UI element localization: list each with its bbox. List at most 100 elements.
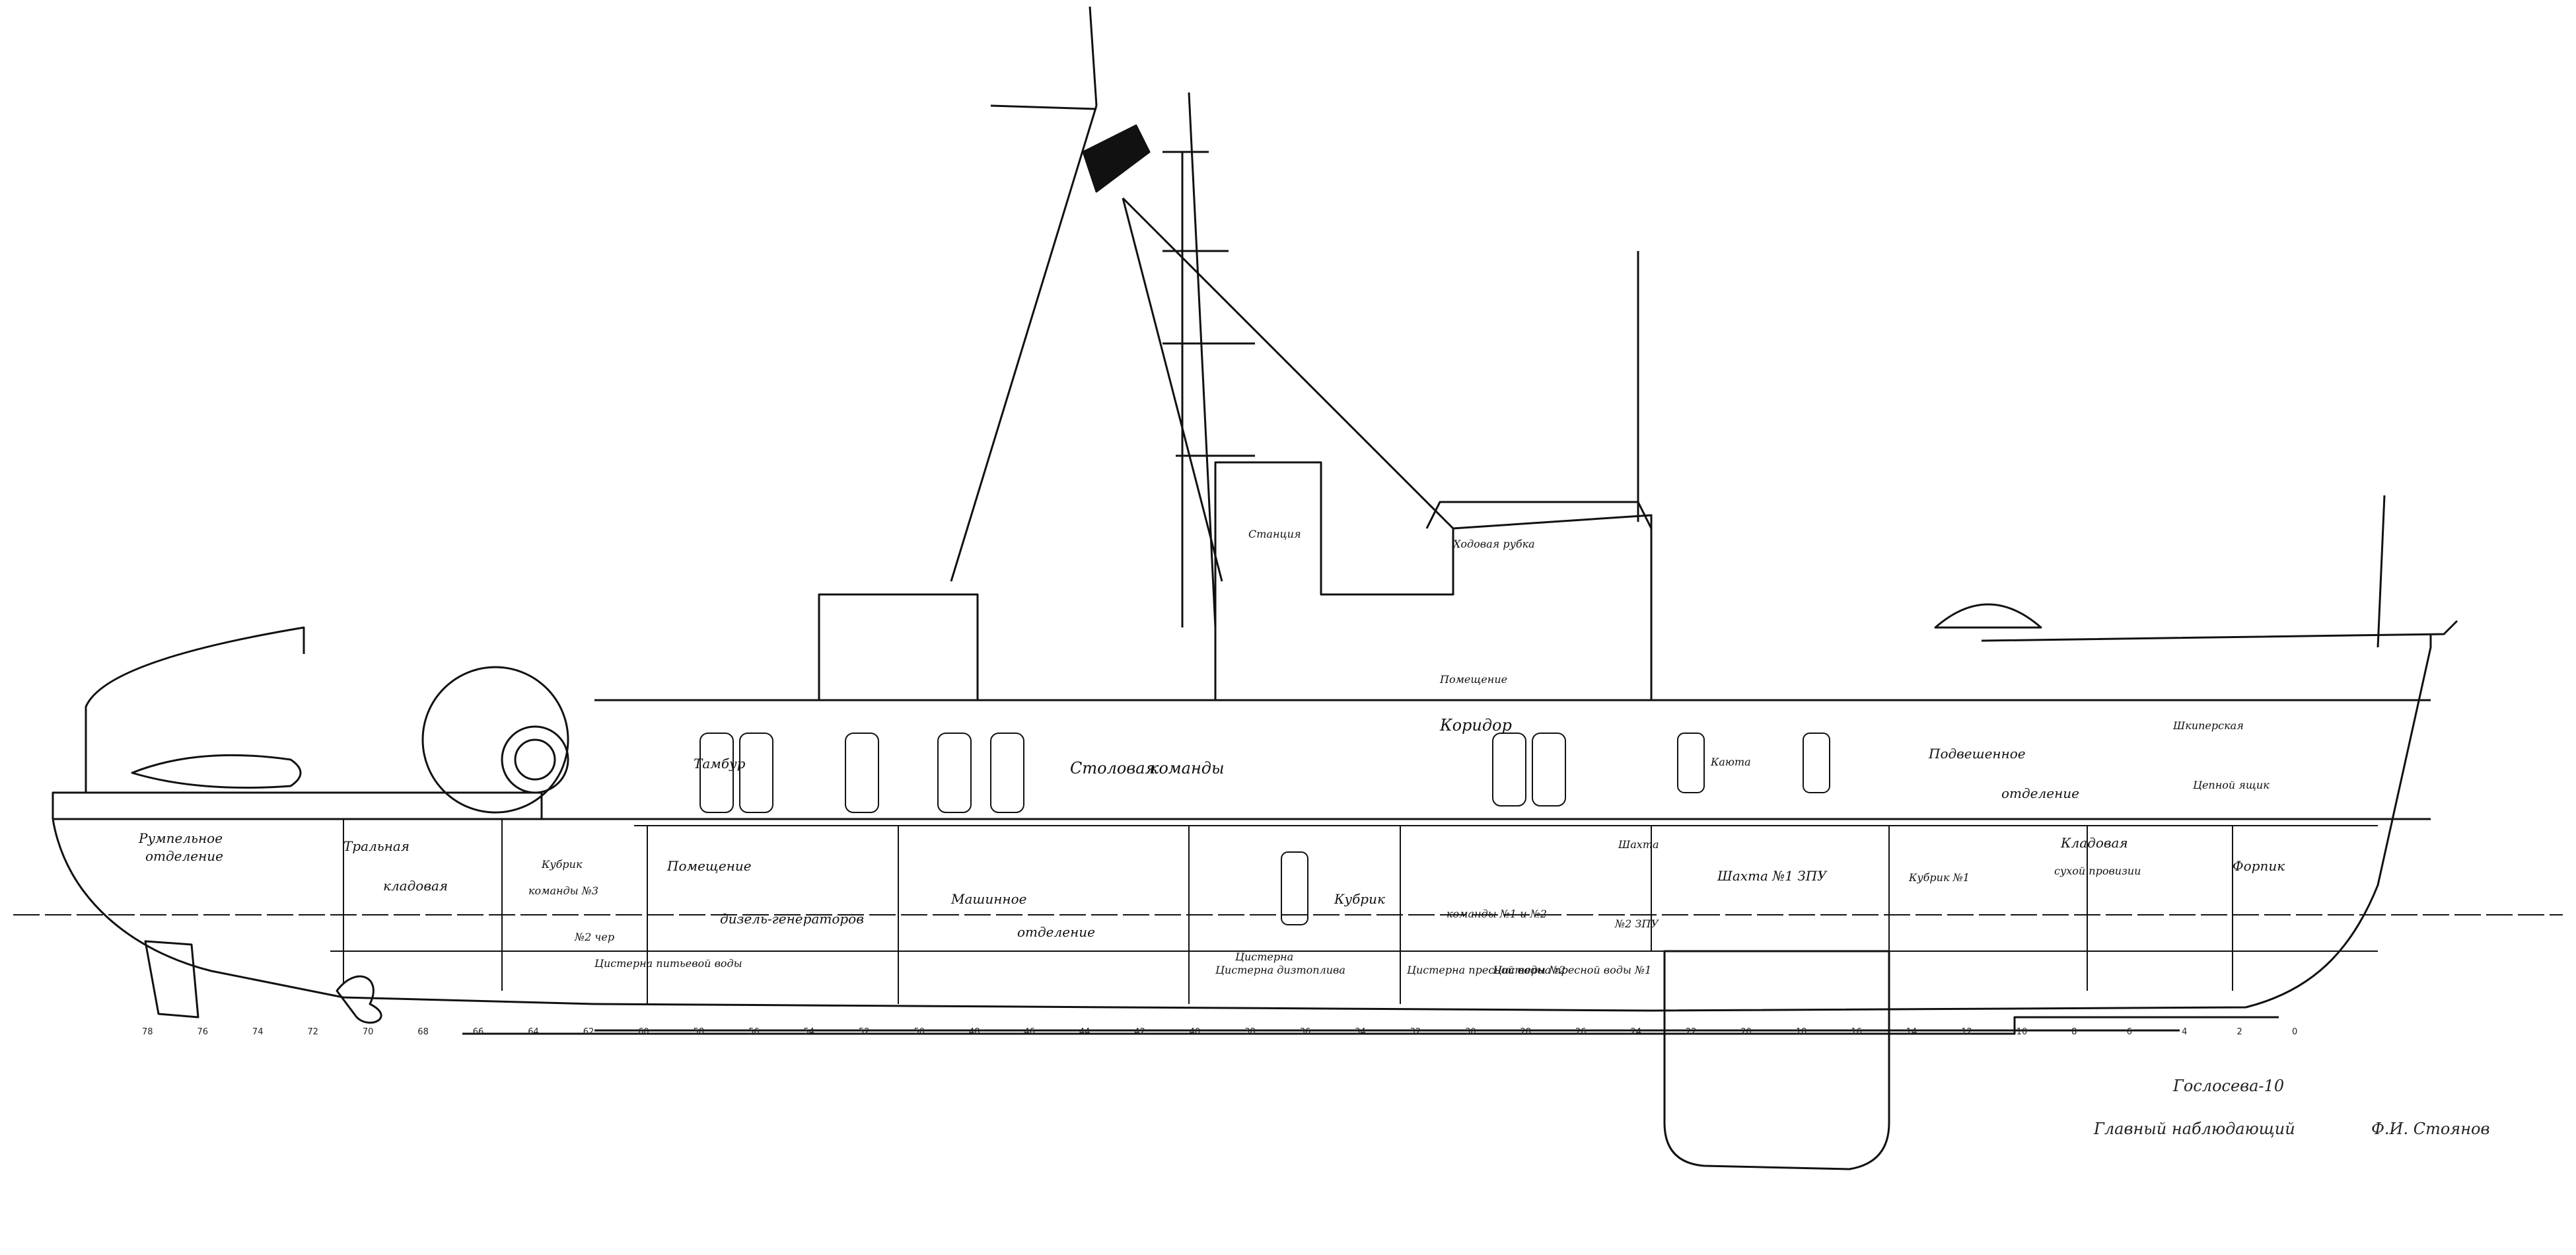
label-kubrik-n1: Кубрик №1 <box>1909 871 1970 884</box>
label-kayuta: Каюта <box>1711 756 1751 768</box>
frame-number: 66 <box>472 1027 484 1037</box>
radome <box>1934 603 2042 629</box>
trawl-winch-drum <box>421 666 569 814</box>
frame-number: 42 <box>1134 1027 1145 1037</box>
label-tambur: Тамбур <box>694 756 746 771</box>
label-cisterna-vody: Цистерна питьевой воды <box>594 957 742 970</box>
propeller <box>336 975 382 1024</box>
label-kubrik-aft: Кубрик <box>542 858 583 871</box>
frame-number: 52 <box>859 1027 870 1037</box>
frame-number: 2 <box>2236 1027 2242 1037</box>
label-cepnoy-yashchik: Цепной ящик <box>2193 779 2270 791</box>
label-hodovaya-rubka: Ходовая рубка <box>1453 538 1535 550</box>
label-koridor: Коридор <box>1440 716 1512 735</box>
label-cisterna-topliva: Цистерна дизтоплива <box>1215 964 1345 976</box>
stay-1 <box>950 105 1098 582</box>
keel-line <box>462 1016 2279 1035</box>
yard-arm <box>990 104 1097 110</box>
frame-number: 32 <box>1410 1027 1421 1037</box>
label-otdelenie-aft: отделение <box>145 848 223 864</box>
label-komandy-3: команды №3 <box>528 884 599 897</box>
label-cisterna-presnoy-1: Цистерна пресной воды №1 <box>1493 964 1652 976</box>
label-shahta-n1: Шахта №1 ЗПУ <box>1717 868 1827 884</box>
bulkheads <box>343 819 2233 1004</box>
frame-number: 60 <box>638 1027 649 1037</box>
frame-number: 46 <box>1024 1027 1035 1037</box>
frame-number: 64 <box>528 1027 539 1037</box>
frame-number: 44 <box>1079 1027 1091 1037</box>
naval-flag <box>1082 124 1151 193</box>
frame-number: 4 <box>2182 1027 2188 1037</box>
signature-line1: Гослосева-10 <box>2173 1077 2285 1095</box>
label-cisterna-presnoy-2: Цистерна пресной воды №2 <box>1407 964 1566 976</box>
frame-number: 76 <box>197 1027 208 1037</box>
frame-number: 40 <box>1189 1027 1201 1037</box>
frame-number: 28 <box>1520 1027 1532 1037</box>
frame-number: 74 <box>252 1027 264 1037</box>
superstructure-mid <box>1214 461 1653 700</box>
label-dizel-gen: дизель-генераторов <box>720 911 864 927</box>
frame-number: 20 <box>1740 1027 1752 1037</box>
label-tsistern: Цистерна <box>1235 950 1294 963</box>
frame-number: 50 <box>913 1027 925 1037</box>
mast-top <box>1089 6 1098 106</box>
trawl-float <box>131 754 302 789</box>
frame-number: 22 <box>1685 1027 1697 1037</box>
label-n2-cher: №2 чер <box>575 931 615 943</box>
label-forpik: Форпик <box>2233 858 2285 874</box>
stern <box>52 791 543 819</box>
frame-number: 0 <box>2292 1027 2298 1037</box>
forecastle <box>1981 620 2458 642</box>
label-pomeshchenie: Помещение <box>667 858 752 874</box>
stern-crane <box>85 626 305 793</box>
frame-number: 6 <box>2126 1027 2132 1037</box>
frame-number: 8 <box>2071 1027 2077 1037</box>
frame-number: 62 <box>583 1027 594 1037</box>
label-kladovaya: кладовая <box>383 878 448 894</box>
signature-line2: Главный наблюдающий <box>2094 1120 2295 1138</box>
rudder <box>144 940 199 1019</box>
stay-3 <box>1122 197 1223 582</box>
trawl-winch-hub <box>501 725 569 794</box>
frame-number: 36 <box>1299 1027 1311 1037</box>
label-pomeshchenie-upper: Помещение <box>1440 673 1508 686</box>
main-mast <box>1163 92 1255 628</box>
label-otdelenie-mid: отделение <box>1017 924 1095 940</box>
frame-number: 70 <box>362 1027 374 1037</box>
label-mashinnoe: Машинное <box>951 891 1027 907</box>
frame-number: 56 <box>748 1027 760 1037</box>
label-komandy: команды <box>1149 759 1225 777</box>
doors <box>699 733 1830 925</box>
frame-number: 48 <box>968 1027 980 1037</box>
superstructure-aft <box>818 593 979 700</box>
frame-number: 26 <box>1575 1027 1587 1037</box>
label-n2-zpu: №2 ЗПУ <box>1615 917 1659 930</box>
bow-staff <box>2377 495 2386 648</box>
label-shkiperskaya: Шкиперская <box>2173 719 2244 732</box>
label-suhoy-provizii: сухой провизии <box>2054 865 2141 877</box>
frame-number: 72 <box>307 1027 318 1037</box>
stay-2 <box>1122 197 1454 530</box>
label-stanciya: Станция <box>1248 528 1301 540</box>
frame-number: 34 <box>1355 1027 1366 1037</box>
frame-number: 18 <box>1795 1027 1807 1037</box>
frame-number: 38 <box>1244 1027 1256 1037</box>
label-travlnaya: Тральная <box>343 838 410 854</box>
label-stolovaya: Столовая <box>1070 759 1156 777</box>
label-kubrik-mid: Кубрик <box>1334 891 1385 907</box>
frame-number: 78 <box>142 1027 153 1037</box>
label-podvesh: Подвешенное <box>1929 746 2026 762</box>
frame-number: 14 <box>1906 1027 1917 1037</box>
frame-number: 68 <box>417 1027 429 1037</box>
hull-outline <box>52 634 2432 1012</box>
label-rumpelnoe: Румпельное <box>139 830 223 846</box>
frame-number: 16 <box>1851 1027 1862 1037</box>
label-shahta: Шахта <box>1618 838 1659 851</box>
signature-name: Ф.И. Стоянов <box>2371 1120 2490 1138</box>
frame-number: 24 <box>1630 1027 1641 1037</box>
frame-number: 58 <box>693 1027 705 1037</box>
frame-number: 10 <box>2016 1027 2028 1037</box>
label-kladovaya-fwd: Кладовая <box>2061 835 2128 851</box>
frame-number: 12 <box>1961 1027 1972 1037</box>
